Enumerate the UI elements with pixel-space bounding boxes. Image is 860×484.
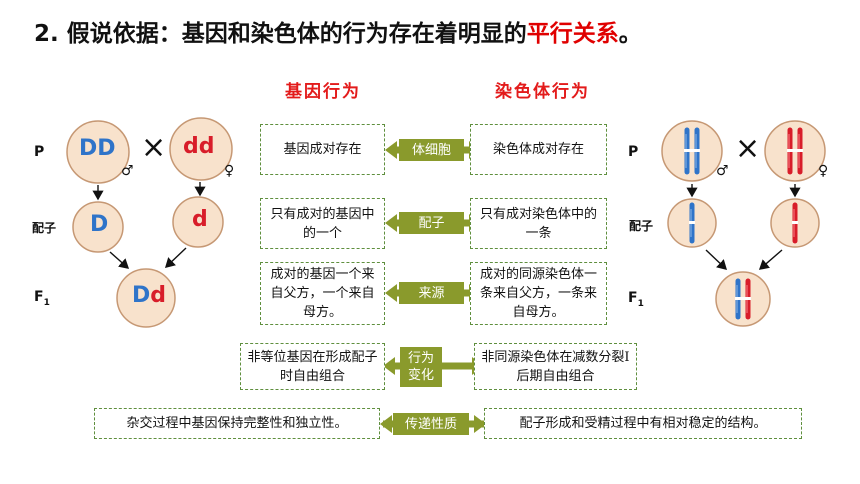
chrom-box-origin: 成对的同源染色体一条来自父方，一条来自母方。	[470, 262, 607, 325]
label-somatic: 体细胞	[399, 139, 464, 161]
chrom-box-transmission: 配子形成和受精过程中有相对稳定的结构。	[484, 408, 802, 439]
label-origin: 来源	[399, 282, 464, 304]
gene-box-origin: 成对的基因一个来自父方，一个来自母方。	[260, 262, 385, 325]
offspring-genotype: Dd	[132, 283, 167, 308]
parent1-genotype: DD	[79, 136, 116, 161]
parent-recessive-cell	[169, 117, 233, 181]
chrom-box-somatic: 染色体成对存在	[470, 124, 607, 175]
offspring-cell	[116, 268, 176, 328]
chrom-box-behavior: 非同源染色体在减数分裂Ⅰ后期自由组合	[474, 343, 637, 390]
gamete1-genotype: D	[90, 212, 109, 237]
chrom-box-gamete: 只有成对染色体中的一条	[470, 198, 607, 249]
left-cells	[66, 117, 233, 328]
gamete-D-cell	[72, 201, 124, 253]
gamete-d-cell	[172, 196, 224, 248]
male-icon: ♂	[121, 163, 134, 179]
label-gamete: 配子	[399, 212, 464, 234]
male-icon: ♂	[716, 163, 729, 179]
label-transmission: 传递性质	[393, 413, 469, 435]
parent2-genotype: dd	[183, 134, 215, 159]
gene-box-transmission: 杂交过程中基因保持完整性和独立性。	[94, 408, 380, 439]
gamete-label-right: 配子	[629, 219, 654, 233]
female-icon: ♀	[224, 163, 235, 179]
f1-label-right: F1	[628, 290, 644, 309]
female-icon: ♀	[818, 163, 829, 179]
parent-dd-cell	[66, 120, 130, 184]
f1-label-left: F1	[34, 289, 50, 308]
p-label-right: P	[628, 144, 639, 160]
title-highlight: 平行关系	[526, 21, 619, 47]
p-label-left: P	[34, 144, 45, 160]
chromosome-behavior-header: 染色体行为	[495, 82, 590, 102]
gene-box-somatic: 基因成对存在	[260, 124, 385, 175]
gamete2-genotype: d	[192, 207, 208, 232]
gamete-label-left: 配子	[32, 221, 57, 235]
gene-box-behavior: 非等位基因在形成配子时自由组合	[240, 343, 385, 390]
title-prefix: 2. 假说依据：基因和染色体的行为存在着明显的	[34, 21, 527, 47]
gene-box-gamete: 只有成对的基因中的一个	[260, 198, 385, 249]
label-behavior: 行为变化	[400, 347, 442, 387]
cross-symbol-left: ×	[141, 130, 167, 165]
title-suffix: 。	[618, 21, 642, 47]
cross-symbol-right: ×	[735, 131, 761, 166]
page-title: 2. 假说依据：基因和染色体的行为存在着明显的平行关系。	[34, 14, 642, 48]
gene-behavior-header: 基因行为	[285, 82, 361, 102]
